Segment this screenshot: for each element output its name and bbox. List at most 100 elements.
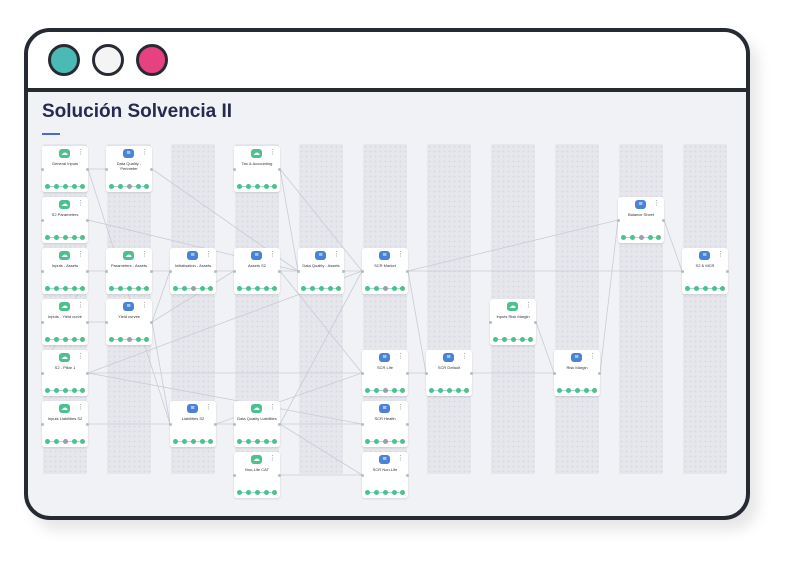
left-port[interactable] xyxy=(233,423,236,426)
left-port[interactable] xyxy=(41,372,44,375)
kebab-menu-icon[interactable]: ⋮ xyxy=(77,251,84,258)
teal-dot[interactable] xyxy=(48,44,80,76)
left-port[interactable] xyxy=(553,372,556,375)
left-port[interactable] xyxy=(233,168,236,171)
flow-node[interactable]: ≡⋮Initialisation - Assets xyxy=(169,248,217,294)
flow-node[interactable]: ≡⋮Liabilities S2 xyxy=(169,401,217,447)
left-port[interactable] xyxy=(105,270,108,273)
flow-node[interactable]: ☁⋮Inputs Liabilities S2 xyxy=(41,401,89,447)
left-port[interactable] xyxy=(297,270,300,273)
right-port[interactable] xyxy=(598,372,601,375)
left-port[interactable] xyxy=(41,321,44,324)
flow-node[interactable]: ≡⋮Data Quality - Perimeter xyxy=(105,146,153,192)
left-port[interactable] xyxy=(169,270,172,273)
right-port[interactable] xyxy=(86,423,89,426)
right-port[interactable] xyxy=(86,219,89,222)
kebab-menu-icon[interactable]: ⋮ xyxy=(269,251,276,258)
kebab-menu-icon[interactable]: ⋮ xyxy=(269,149,276,156)
right-port[interactable] xyxy=(278,168,281,171)
flow-node[interactable]: ☁⋮General Inputs xyxy=(41,146,89,192)
kebab-menu-icon[interactable]: ⋮ xyxy=(141,149,148,156)
right-port[interactable] xyxy=(406,423,409,426)
left-port[interactable] xyxy=(41,168,44,171)
flow-node[interactable]: ≡⋮SCR Health xyxy=(361,401,409,447)
flow-node[interactable]: ≡⋮SCR Market xyxy=(361,248,409,294)
left-port[interactable] xyxy=(169,423,172,426)
kebab-menu-icon[interactable]: ⋮ xyxy=(77,353,84,360)
flow-node[interactable]: ☁⋮Data Quality Liabilities xyxy=(233,401,281,447)
kebab-menu-icon[interactable]: ⋮ xyxy=(717,251,724,258)
right-port[interactable] xyxy=(406,474,409,477)
kebab-menu-icon[interactable]: ⋮ xyxy=(589,353,596,360)
right-port[interactable] xyxy=(342,270,345,273)
right-port[interactable] xyxy=(662,219,665,222)
flow-node[interactable]: ☁⋮Inputs - Yield curve xyxy=(41,299,89,345)
kebab-menu-icon[interactable]: ⋮ xyxy=(269,404,276,411)
right-port[interactable] xyxy=(214,270,217,273)
left-port[interactable] xyxy=(617,219,620,222)
left-port[interactable] xyxy=(41,270,44,273)
flow-node[interactable]: ≡⋮Assets S2 xyxy=(233,248,281,294)
kebab-menu-icon[interactable]: ⋮ xyxy=(141,251,148,258)
right-port[interactable] xyxy=(278,423,281,426)
kebab-menu-icon[interactable]: ⋮ xyxy=(461,353,468,360)
right-port[interactable] xyxy=(86,270,89,273)
left-port[interactable] xyxy=(105,321,108,324)
kebab-menu-icon[interactable]: ⋮ xyxy=(397,353,404,360)
kebab-menu-icon[interactable]: ⋮ xyxy=(77,302,84,309)
right-port[interactable] xyxy=(406,270,409,273)
right-port[interactable] xyxy=(86,372,89,375)
flow-node[interactable]: ☁⋮Parameters - Assets xyxy=(105,248,153,294)
left-port[interactable] xyxy=(681,270,684,273)
kebab-menu-icon[interactable]: ⋮ xyxy=(269,455,276,462)
right-port[interactable] xyxy=(214,423,217,426)
kebab-menu-icon[interactable]: ⋮ xyxy=(77,404,84,411)
left-port[interactable] xyxy=(41,219,44,222)
left-port[interactable] xyxy=(105,168,108,171)
flow-node[interactable]: ≡⋮S2 & MCR xyxy=(681,248,729,294)
right-port[interactable] xyxy=(86,321,89,324)
left-port[interactable] xyxy=(361,372,364,375)
right-port[interactable] xyxy=(86,168,89,171)
right-port[interactable] xyxy=(278,270,281,273)
flow-node[interactable]: ≡⋮SCR Default xyxy=(425,350,473,396)
right-port[interactable] xyxy=(278,474,281,477)
kebab-menu-icon[interactable]: ⋮ xyxy=(205,404,212,411)
flow-node[interactable]: ≡⋮Data Quality - Assets xyxy=(297,248,345,294)
flow-node[interactable]: ≡⋮SCR Life xyxy=(361,350,409,396)
left-port[interactable] xyxy=(361,270,364,273)
pink-dot[interactable] xyxy=(136,44,168,76)
kebab-menu-icon[interactable]: ⋮ xyxy=(397,404,404,411)
flow-node[interactable]: ≡⋮Balance Sheet xyxy=(617,197,665,243)
flow-node[interactable]: ☁⋮Inputs Risk Margin xyxy=(489,299,537,345)
left-port[interactable] xyxy=(425,372,428,375)
flow-node[interactable]: ≡⋮Risk Margin xyxy=(553,350,601,396)
white-dot[interactable] xyxy=(92,44,124,76)
kebab-menu-icon[interactable]: ⋮ xyxy=(141,302,148,309)
flow-node[interactable]: ☁⋮Tax & Accounting xyxy=(233,146,281,192)
right-port[interactable] xyxy=(150,321,153,324)
right-port[interactable] xyxy=(470,372,473,375)
flow-node[interactable]: ≡⋮SCR Non-Life xyxy=(361,452,409,498)
kebab-menu-icon[interactable]: ⋮ xyxy=(205,251,212,258)
left-port[interactable] xyxy=(233,270,236,273)
flow-node[interactable]: ☁⋮Non-Life CAT xyxy=(233,452,281,498)
kebab-menu-icon[interactable]: ⋮ xyxy=(77,149,84,156)
flow-node[interactable]: ☁⋮S2 - Pillar 1 xyxy=(41,350,89,396)
kebab-menu-icon[interactable]: ⋮ xyxy=(397,251,404,258)
right-port[interactable] xyxy=(406,372,409,375)
left-port[interactable] xyxy=(233,474,236,477)
left-port[interactable] xyxy=(489,321,492,324)
flow-node[interactable]: ≡⋮Yield curves xyxy=(105,299,153,345)
flow-node[interactable]: ☁⋮S2 Parameters xyxy=(41,197,89,243)
kebab-menu-icon[interactable]: ⋮ xyxy=(653,200,660,207)
kebab-menu-icon[interactable]: ⋮ xyxy=(333,251,340,258)
right-port[interactable] xyxy=(726,270,729,273)
left-port[interactable] xyxy=(41,423,44,426)
kebab-menu-icon[interactable]: ⋮ xyxy=(77,200,84,207)
flow-node[interactable]: ☁⋮Inputs - Assets xyxy=(41,248,89,294)
left-port[interactable] xyxy=(361,474,364,477)
right-port[interactable] xyxy=(150,168,153,171)
left-port[interactable] xyxy=(361,423,364,426)
right-port[interactable] xyxy=(150,270,153,273)
